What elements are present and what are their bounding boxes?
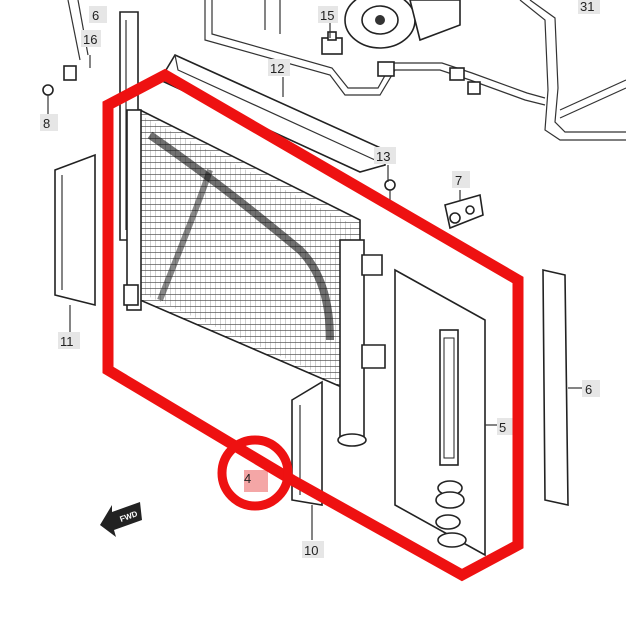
condenser-right-tank <box>337 239 386 447</box>
fasteners-parts-8-16 <box>42 0 91 108</box>
pipe-fitting-15 <box>321 31 481 95</box>
callout-16: 16 <box>83 32 97 47</box>
red-highlight-outline <box>102 68 524 582</box>
red-highlight-circle <box>217 435 293 511</box>
side-bracket-right-part-6 <box>542 268 569 506</box>
leader-lines <box>47 22 582 540</box>
forward-direction-arrow: FWD <box>100 502 142 537</box>
receiver-drier-part-5 <box>394 268 486 557</box>
mount-bracket-part-7 <box>444 193 484 230</box>
callout-31: 31 <box>580 0 594 14</box>
ac-pipes <box>204 0 626 141</box>
callout-5: 5 <box>499 420 506 435</box>
callout-4: 4 <box>244 471 251 486</box>
left-deflector-part-11 <box>54 153 96 307</box>
callout-13: 13 <box>376 149 390 164</box>
callout-11: 11 <box>60 334 74 349</box>
condenser-left-tank <box>123 109 142 311</box>
callout-labels: 6 16 15 31 8 12 13 7 5 6 11 10 4 <box>40 0 600 558</box>
callout-12: 12 <box>270 61 284 76</box>
callout-6-top: 6 <box>92 8 99 23</box>
compressor <box>344 0 461 49</box>
callout-6-right: 6 <box>585 382 592 397</box>
condenser-core <box>139 108 361 397</box>
callout-8: 8 <box>43 116 50 131</box>
callout-15: 15 <box>320 8 334 23</box>
callout-7: 7 <box>455 173 462 188</box>
callout-10: 10 <box>304 543 318 558</box>
